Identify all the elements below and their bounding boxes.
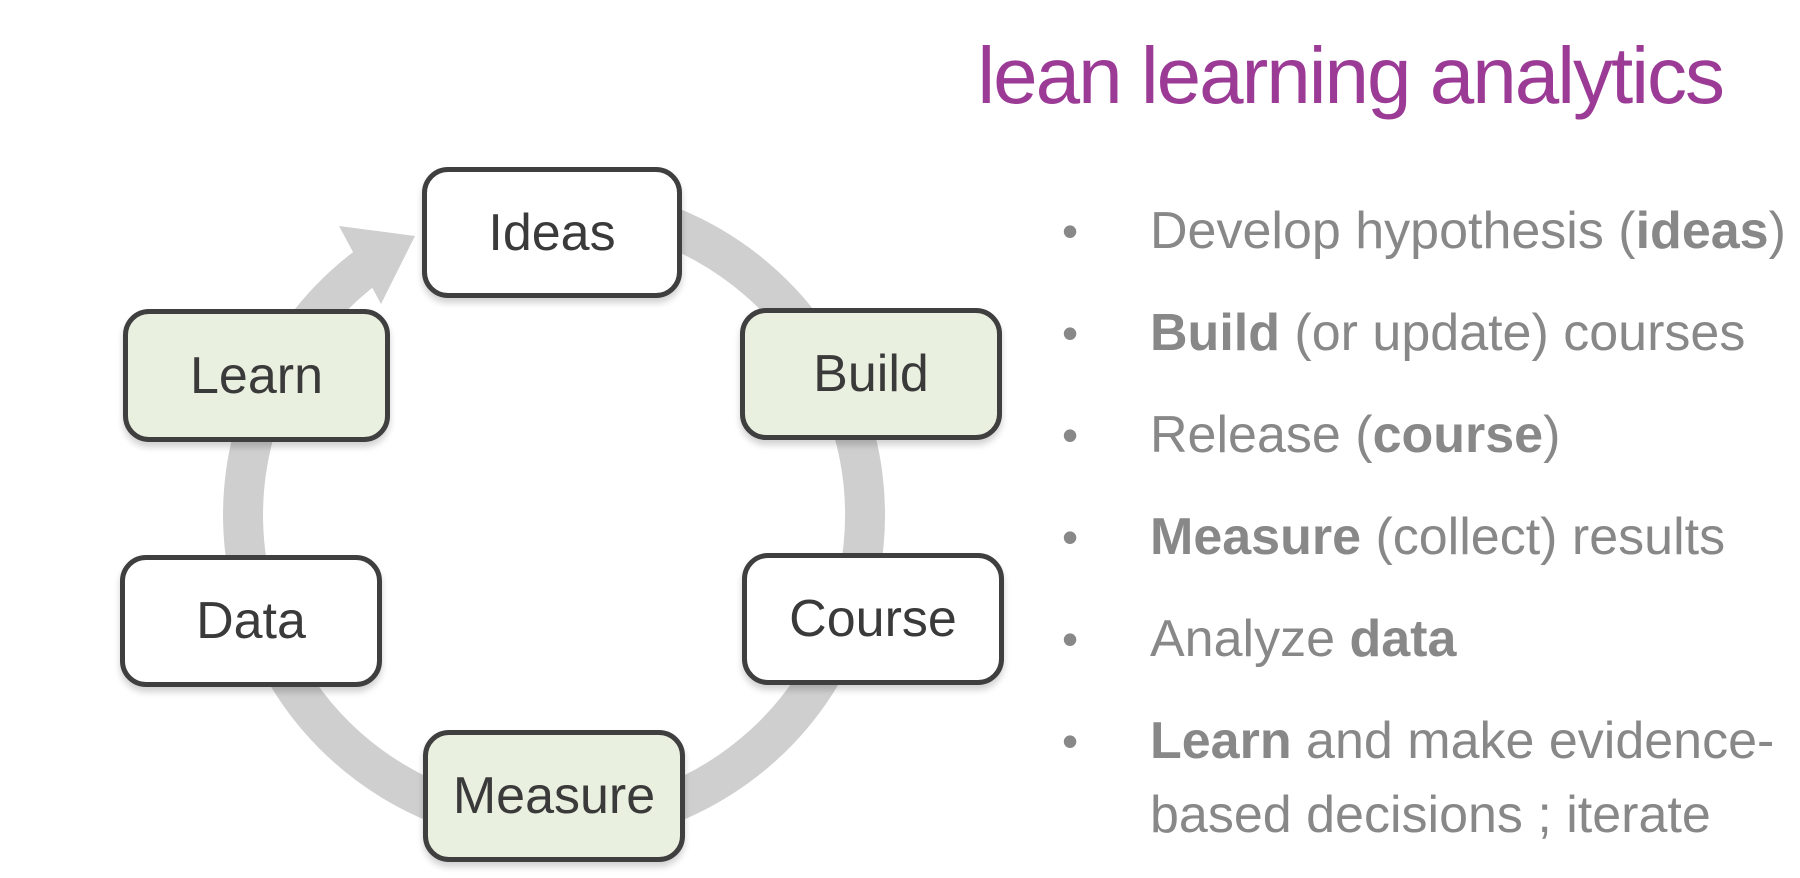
bullet-item: • Analyze data [1062, 602, 1792, 676]
cycle-node-label: Ideas [488, 203, 616, 262]
bullet-text: Develop hypothesis (ideas) [1150, 194, 1792, 268]
cycle-node-label: Data [196, 592, 306, 650]
cycle-arrowhead-icon [339, 226, 415, 304]
bullet-phrase: Release ( [1150, 406, 1373, 464]
bullet-item: • Build (or update) courses [1062, 296, 1792, 370]
bullet-phrase: (collect) results [1361, 508, 1726, 566]
cycle-node-label: Measure [452, 767, 656, 825]
cycle-arrow-ring [223, 184, 885, 847]
bullet-phrase: ) [1543, 406, 1561, 464]
bullet-keyword: ideas [1635, 202, 1769, 260]
bullet-dot-icon: • [1062, 205, 1079, 257]
cycle-node-learn: Learn [123, 309, 390, 442]
cycle-node-label: Course [789, 590, 957, 648]
bullet-keyword: Measure [1150, 508, 1361, 566]
bullet-phrase: and make evidence- [1291, 712, 1775, 770]
bullet-keyword: course [1372, 406, 1544, 464]
bullet-text: Build (or update) courses [1150, 296, 1792, 370]
bullet-item: • Learn and make evidence-based decisions… [1062, 704, 1792, 852]
bullet-dot-icon: • [1062, 511, 1079, 563]
bullet-phrase: based decisions ; iterate [1150, 786, 1711, 844]
page-title: lean learning analytics [977, 31, 1725, 120]
bullet-dot-icon: • [1062, 307, 1079, 359]
cycle-node-ideas: Ideas [422, 167, 682, 298]
bullet-phrase: (or update) courses [1279, 304, 1746, 362]
cycle-node-label: Build [813, 345, 929, 403]
cycle-node-data: Data [120, 555, 382, 687]
bullet-keyword: data [1349, 610, 1457, 668]
bullet-phrase: Develop hypothesis ( [1150, 202, 1636, 260]
bullet-text: Learn and make evidence-based decisions … [1150, 704, 1792, 852]
cycle-node-course: Course [742, 553, 1004, 685]
cycle-node-build: Build [740, 308, 1002, 440]
bullet-text: Analyze data [1150, 602, 1792, 676]
cycle-arc [223, 184, 885, 847]
bullet-phrase: Analyze [1150, 610, 1350, 668]
bullet-dot-icon: • [1062, 715, 1079, 767]
bullet-phrase: ) [1768, 202, 1786, 260]
bullet-keyword: Build [1150, 304, 1280, 362]
bullet-dot-icon: • [1062, 613, 1079, 665]
cycle-node-label: Learn [190, 346, 323, 405]
bullet-text: Measure (collect) results [1150, 500, 1792, 574]
bullet-item: • Release (course) [1062, 398, 1792, 472]
bullet-keyword: Learn [1150, 712, 1292, 770]
bullet-item: • Develop hypothesis (ideas) [1062, 194, 1792, 268]
cycle-node-measure: Measure [423, 730, 685, 862]
bullet-dot-icon: • [1062, 409, 1079, 461]
bullet-list: • Develop hypothesis (ideas) • Build (or up… [1062, 194, 1792, 878]
bullet-item: • Measure (collect) results [1062, 500, 1792, 574]
bullet-text: Release (course) [1150, 398, 1792, 472]
